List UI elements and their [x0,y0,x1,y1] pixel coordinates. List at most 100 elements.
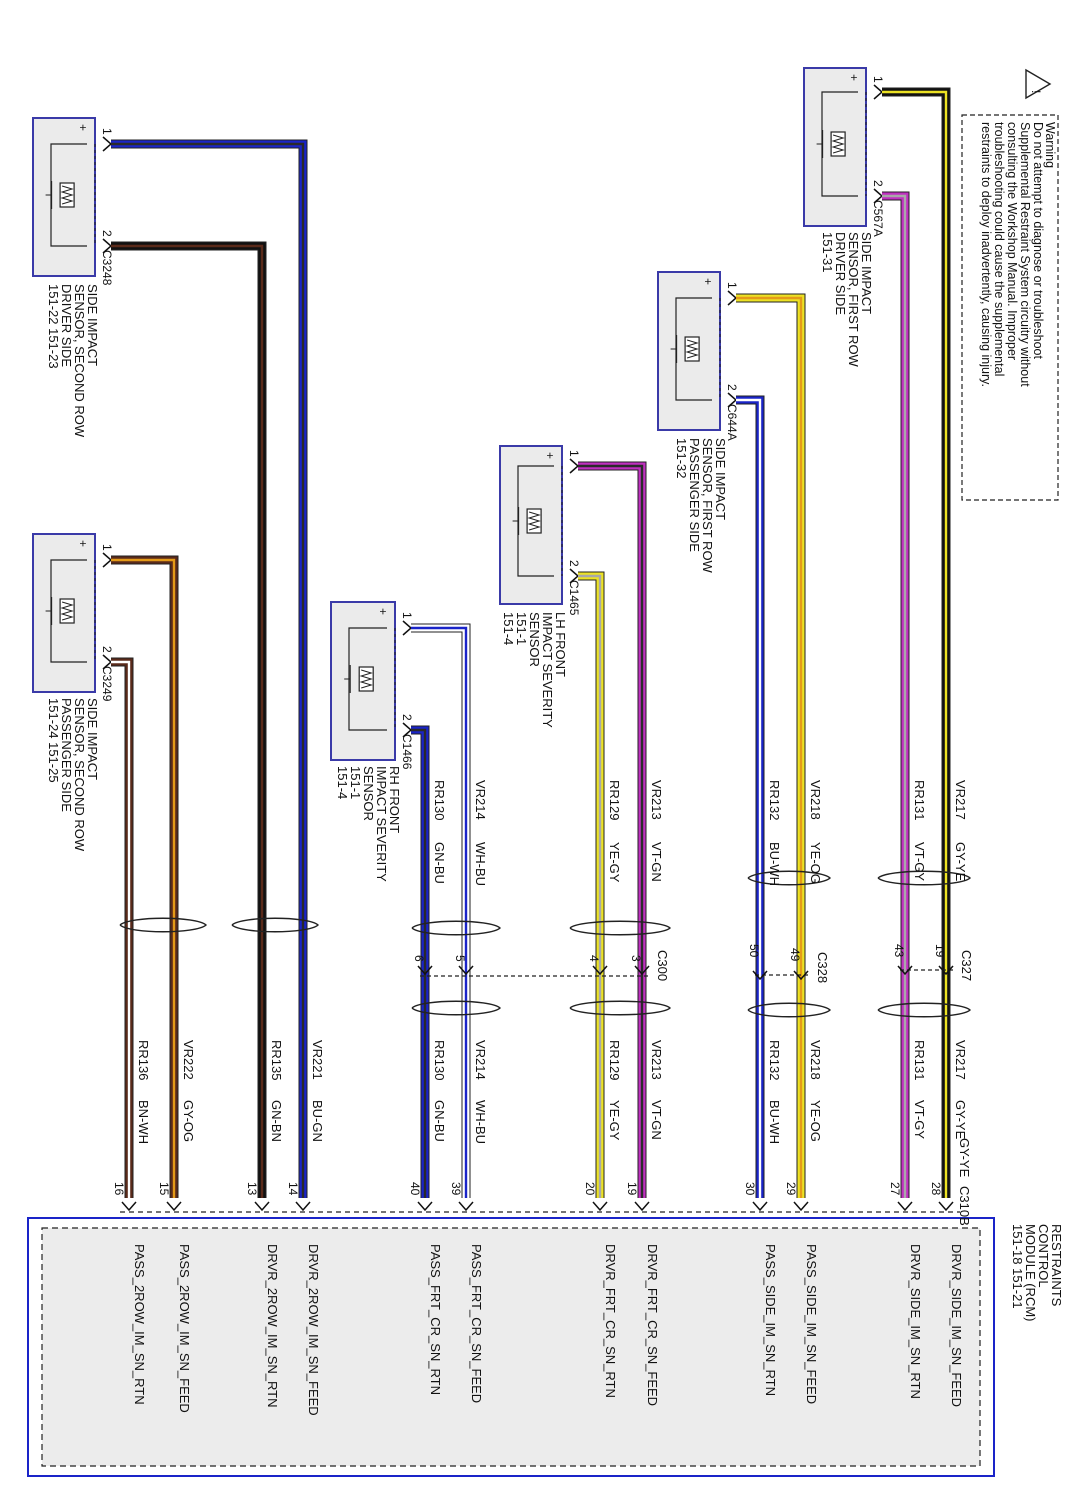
s3-title-1: IMPACT SEVERITY [540,612,555,728]
wire-VR214-color-upper: WH-BU [473,842,488,886]
wire-VR218-circuit: VR218 [808,1040,823,1080]
rcm-title-1: CONTROL [1036,1224,1051,1288]
wire-RR131-circuit: RR131 [912,1040,927,1080]
twisted-pair-1 [877,1002,972,1018]
wire-VR222-color: GY-OG [181,1100,196,1142]
c300-arrow-3 [634,965,650,976]
s2-plus: + [701,278,715,285]
wire-VR217-color: GY-YE [953,1100,968,1140]
c327-pin-43: 43 [892,944,906,958]
wire-RR130-circuit: RR130 [432,1040,447,1080]
wire-VR221-signal: DRVR_2ROW_IM_SN_FEED [306,1244,321,1416]
wire-RR132-circuit-upper: RR132 [767,780,782,820]
wire-RR135-rcm-arrow [254,1201,270,1212]
s5-title-1: SENSOR, SECOND ROW [72,284,87,438]
s1-title-1: SENSOR, FIRST ROW [846,232,861,368]
wire-RR135-signal: DRVR_2ROW_IM_SN_RTN [265,1244,280,1408]
s4-title-1: IMPACT SEVERITY [374,766,389,882]
wire-RR130-color-upper: GN-BU [432,842,447,884]
wire-RR135-rcm-pin: 13 [245,1182,259,1196]
twisted-pair-4 [569,920,672,936]
s1-switch-icon [816,130,824,158]
wire-RR136-signal: PASS_2ROW_IM_SN_RTN [132,1244,147,1405]
wire-RR136-rcm-arrow [121,1201,137,1212]
wire-VR214-stripe [411,626,468,1198]
s2-title-3: 151-32 [674,438,689,478]
wire-VR213-circuit-upper: VR213 [649,780,664,820]
s3-plus: + [543,452,557,459]
twisted-pair-6 [411,920,502,936]
c300-pin-4: 4 [587,955,601,962]
wire-VR217-stripe [882,90,948,1198]
wire-VR222-signal: PASS_2ROW_IM_SN_FEED [177,1244,192,1413]
s1-title-0: SIDE IMPACT [859,232,874,314]
wire-VR218-rcm-arrow [793,1201,809,1212]
wire-VR222-circuit: VR222 [181,1040,196,1080]
wire-VR213-circuit: VR213 [649,1040,664,1080]
wire-RR131-signal: DRVR_SIDE_IM_SN_RTN [908,1244,923,1399]
wire-VR214-rcm-arrow [458,1201,474,1212]
twisted-pair-7 [411,1000,502,1016]
wire-RR131-rcm-pin: 27 [888,1182,902,1196]
wire-VR217-signal: DRVR_SIDE_IM_SN_FEED [949,1244,964,1407]
s3-title-0: LH FRONT [553,612,568,677]
wire-VR217-circuit-upper: VR217 [953,780,968,820]
wire-VR222-rcm-arrow [166,1201,182,1212]
s2-title-2: PASSENGER SIDE [687,438,702,552]
s1-pin1: 1 [871,76,885,83]
twisted-pair-8 [231,917,320,933]
warning-triangle-icon [1025,68,1052,100]
s3-title-3: 151-1 [514,612,529,645]
wire-RR132-color: BU-WH [767,1100,782,1144]
wire-RR129-color: YE-GY [607,1100,622,1141]
warning-line-3: troubleshooting could cause the suppleme… [992,122,1006,376]
wire-VR213-color: VT-GN [649,1100,664,1140]
s6-title-2: PASSENGER SIDE [59,698,74,812]
s4-connector: C1466 [400,734,414,770]
wire-VR213-signal: DRVR_FRT_CR_SN_FEED [645,1244,660,1406]
c328-arrow-49 [793,970,809,981]
c300-pin-6: 6 [412,955,426,962]
s3-switch-icon [512,507,520,535]
s5-zigzag-icon [60,185,74,205]
c328-pin-50: 50 [747,944,761,958]
c300-arrow-4 [592,965,608,976]
wire-VR213-stripe [578,464,644,1198]
wire-RR131-stripe [882,194,907,1198]
rcm-title-2: MODULE (RCM) [1023,1224,1038,1322]
wire-RR132-rcm-pin: 30 [743,1182,757,1196]
s1-title-2: DRIVER SIDE [833,232,848,315]
rcm-title-0: RESTRAINTS [1049,1224,1064,1307]
s6-switch-icon [45,597,53,625]
wire-RR130-rcm-arrow [417,1201,433,1212]
wire-VR221-rcm-arrow [295,1201,311,1212]
wire-RR136-circuit: RR136 [136,1040,151,1080]
wire-VR217-color-tail: GY-YE [957,1138,972,1178]
wire-VR217-color-upper: GY-YE [953,842,968,882]
s2-switch-icon [670,335,678,363]
wire-RR129-circuit: RR129 [607,1040,622,1080]
s5-connector: C3248 [100,250,114,286]
c327-pin-19: 19 [933,944,947,958]
s4-pin2: 2 [400,714,414,721]
twisted-pair-9 [119,917,208,933]
wire-VR217-rcm-pin: 28 [929,1182,943,1196]
s2-title-0: SIDE IMPACT [713,438,728,520]
wire-VR217-rcm-arrow [938,1201,954,1212]
s1-plus: + [847,74,861,81]
wire-VR214-signal: PASS_FRT_CR_SN_FEED [469,1244,484,1403]
wire-VR213-color-upper: VT-GN [649,842,664,882]
wire-VR218-signal: PASS_SIDE_IM_SN_FEED [804,1244,819,1404]
twisted-pair-5 [569,1000,672,1016]
wire-RR135-circuit: RR135 [269,1040,284,1080]
s1-zigzag-icon [831,134,845,154]
s5-switch-icon [45,181,53,209]
s4-title-3: 151-1 [348,766,363,799]
s6-pin2: 2 [100,646,114,653]
wire-VR221-circuit: VR221 [310,1040,325,1080]
wire-VR221-color: BU-GN [310,1100,325,1142]
s4-zigzag-icon [359,669,373,689]
s4-pin1: 1 [400,612,414,619]
s5-title-3: 151-22 151-23 [46,284,61,369]
wire-RR136-stripe [111,660,131,1198]
